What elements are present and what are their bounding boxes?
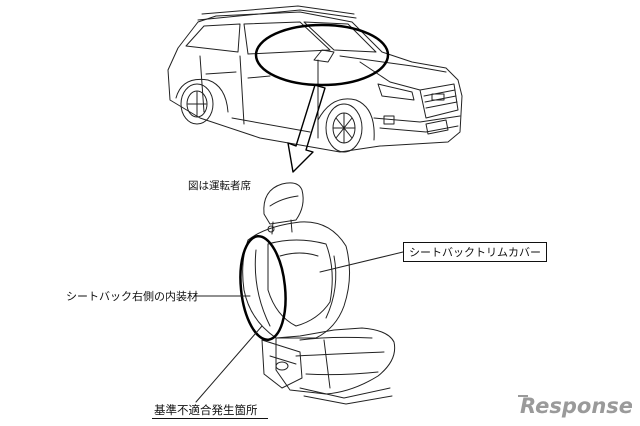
nonconformity-underline [152,418,268,419]
vehicle-illustration [167,5,463,153]
arrow-down-icon [287,84,326,173]
nonconformity-location-label: 基準不適合発生箇所 [154,403,258,417]
leader-line-trim-cover [319,251,404,273]
leader-line-nonconformity [195,325,263,403]
response-watermark-logo: Response. [518,394,632,418]
driver-seat-note: 図は運転者席 [188,180,251,192]
vehicle-highlight-ellipse [254,23,390,87]
trim-cover-label: シートバックトリムカバー [409,246,541,259]
trim-cover-callout: シートバックトリムカバー [403,242,547,262]
watermark-text: Response. [520,394,632,418]
seat-highlight-ellipse [239,234,287,342]
inner-material-label: シートバック右側の内装材 [66,290,198,303]
seat-illustration [242,182,396,405]
